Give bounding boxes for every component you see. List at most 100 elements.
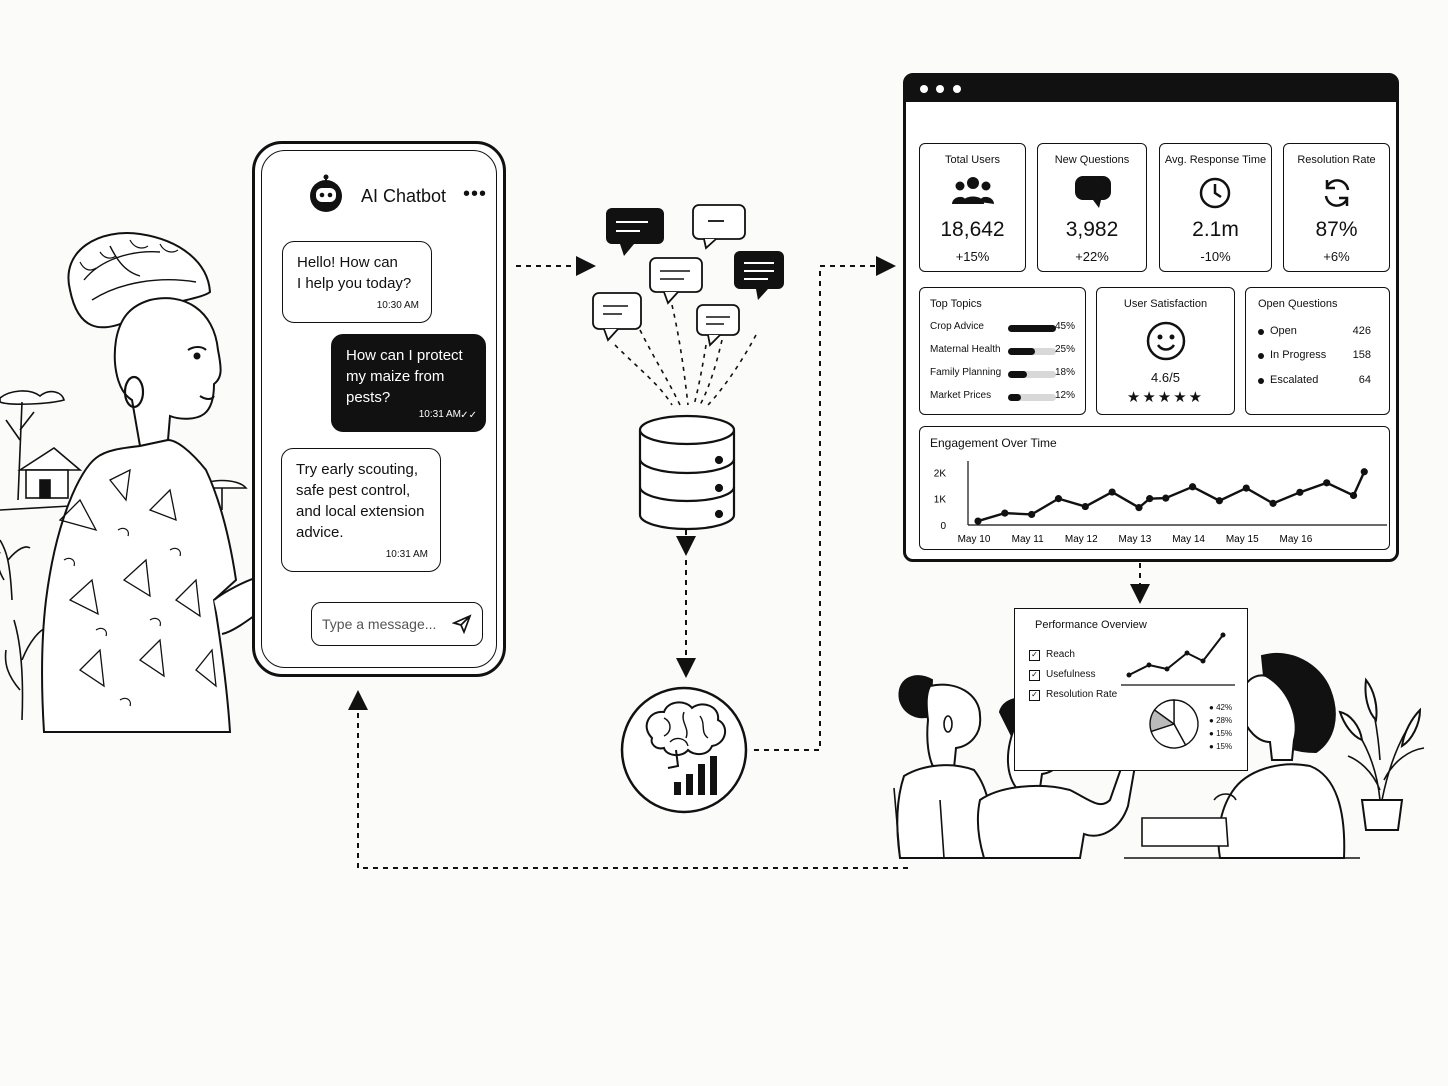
y-tick-label: 2K — [934, 468, 947, 479]
kpi-value: 87% — [1315, 218, 1358, 241]
topic-row: Family Planning 18% — [930, 367, 1075, 383]
analytics-dashboard-window: Total Users 18,642 +15% New Questions 3,… — [903, 73, 1399, 562]
pie-pct: 42% — [1216, 703, 1233, 712]
y-tick-label: 0 — [940, 521, 946, 532]
refresh-icon — [1321, 177, 1353, 214]
message-text: How can I protect — [346, 347, 463, 364]
topic-pct: 18% — [1054, 367, 1075, 378]
send-icon[interactable] — [451, 614, 472, 635]
checklist: ✓ Reach ✓ Usefulness ✓ Resolution Rate — [1029, 645, 1117, 705]
pie-chart-icon — [1149, 699, 1199, 749]
pie-legend-item: ● 15% — [1209, 729, 1233, 738]
engagement-point — [1028, 510, 1036, 519]
input-placeholder: Type a message... — [322, 616, 437, 632]
window-dot-icon[interactable] — [920, 85, 928, 93]
kpi-card-resolution-rate: Resolution Rate 87% +6% — [1283, 143, 1390, 272]
x-tick-label: May 13 — [1119, 534, 1152, 545]
topic-label: Market Prices — [930, 390, 992, 401]
bullet-icon — [1258, 378, 1264, 384]
checklist-label: Resolution Rate — [1046, 689, 1118, 700]
message-text: Hello! How can — [297, 254, 398, 271]
checkbox-checked-icon[interactable]: ✓ — [1029, 650, 1040, 661]
users-icon — [952, 176, 994, 211]
engagement-series-line — [977, 471, 1366, 523]
kpi-card-new-questions: New Questions 3,982 +22% — [1037, 143, 1147, 272]
engagement-point — [1188, 483, 1197, 491]
open-questions-card: Open Questions Open 426 In Progress 158 … — [1245, 287, 1390, 415]
status-count: 426 — [1352, 325, 1371, 337]
topic-pct: 45% — [1054, 321, 1075, 332]
kpi-value: 18,642 — [940, 218, 1005, 241]
topic-bar — [1008, 394, 1056, 401]
topic-bar — [1008, 371, 1056, 378]
topic-label: Crop Advice — [930, 321, 984, 332]
kpi-title: Avg. Response Time — [1164, 154, 1267, 166]
message-text: my maize from — [346, 368, 445, 385]
x-tick-label: May 14 — [1172, 534, 1205, 545]
user-satisfaction-card: User Satisfaction 4.6/5 ★★★★★ — [1096, 287, 1235, 415]
pie-slice — [1150, 723, 1187, 749]
chat-bubble-icon — [1075, 176, 1111, 213]
open-question-row: Open 426 — [1258, 325, 1371, 341]
engagement-point — [1146, 495, 1154, 503]
more-dots-icon[interactable]: ••• — [463, 183, 488, 205]
satisfaction-score: 4.6/5 — [1151, 370, 1180, 385]
y-tick-label: 1K — [934, 495, 947, 506]
engagement-point — [1323, 479, 1331, 487]
window-dot-icon[interactable] — [936, 85, 944, 93]
message-time: 10:31 AM — [385, 549, 428, 560]
message-input[interactable]: Type a message... — [311, 602, 483, 646]
status-count: 158 — [1352, 349, 1371, 361]
x-tick-label: May 10 — [958, 534, 991, 545]
bullet-icon — [1258, 353, 1264, 359]
clock-icon — [1199, 177, 1231, 214]
engagement-point — [1215, 497, 1224, 505]
user-message-1: How can I protect my maize from pests? 1… — [331, 334, 486, 432]
x-tick-label: May 15 — [1226, 534, 1259, 545]
kpi-title: Resolution Rate — [1297, 154, 1376, 166]
bot-message-1: Hello! How can I help you today? 10:30 A… — [282, 241, 432, 323]
engagement-point — [1081, 502, 1089, 511]
engagement-point — [1054, 495, 1063, 503]
message-bubbles-icon — [592, 204, 784, 347]
message-text: and local extension — [296, 503, 425, 520]
message-time: 10:30 AM — [376, 300, 419, 311]
checklist-item: ✓ Usefulness — [1029, 665, 1117, 685]
engagement-point — [1349, 491, 1358, 500]
message-text: advice. — [296, 524, 344, 541]
kpi-change: +6% — [1323, 249, 1350, 264]
bullet-icon — [1258, 329, 1264, 335]
topic-bar — [1008, 325, 1056, 332]
engagement-point — [1108, 488, 1116, 496]
pie-legend-item: ● 42% — [1209, 703, 1233, 712]
checklist-label: Reach — [1046, 649, 1075, 660]
checklist-label: Usefulness — [1046, 669, 1096, 680]
kpi-title: Total Users — [944, 154, 1001, 166]
engagement-point — [1360, 468, 1368, 476]
pie-legend-item: ● 28% — [1209, 716, 1233, 725]
pie-legend: ● 42% ● 28% ● 15% ● 15% — [1209, 701, 1232, 753]
checkbox-checked-icon[interactable]: ✓ — [1029, 670, 1040, 681]
robot-icon — [307, 174, 345, 212]
status-label: In Progress — [1270, 349, 1327, 361]
topic-pct: 12% — [1054, 390, 1075, 401]
kpi-value: 2.1m — [1192, 218, 1239, 241]
message-text: I help you today? — [297, 275, 412, 292]
window-titlebar — [906, 76, 1396, 102]
engagement-point — [1135, 504, 1143, 512]
topic-pct: 25% — [1054, 344, 1075, 355]
topic-row: Crop Advice 45% — [930, 321, 1075, 337]
database-icon — [638, 414, 736, 531]
x-tick-label: May 11 — [1012, 534, 1044, 545]
kpi-title: New Questions — [1054, 154, 1130, 166]
window-dot-icon[interactable] — [953, 85, 961, 93]
arrow-insights-to-dashboard — [754, 256, 896, 751]
open-question-row: In Progress 158 — [1258, 349, 1371, 365]
engagement-point — [1269, 499, 1277, 507]
phone-chat-app: AI Chatbot ••• Hello! How can I help you… — [252, 141, 506, 677]
card-title: Top Topics — [930, 298, 982, 310]
arrow-feedback-to-phone — [348, 690, 908, 869]
checkbox-checked-icon[interactable]: ✓ — [1029, 690, 1040, 701]
